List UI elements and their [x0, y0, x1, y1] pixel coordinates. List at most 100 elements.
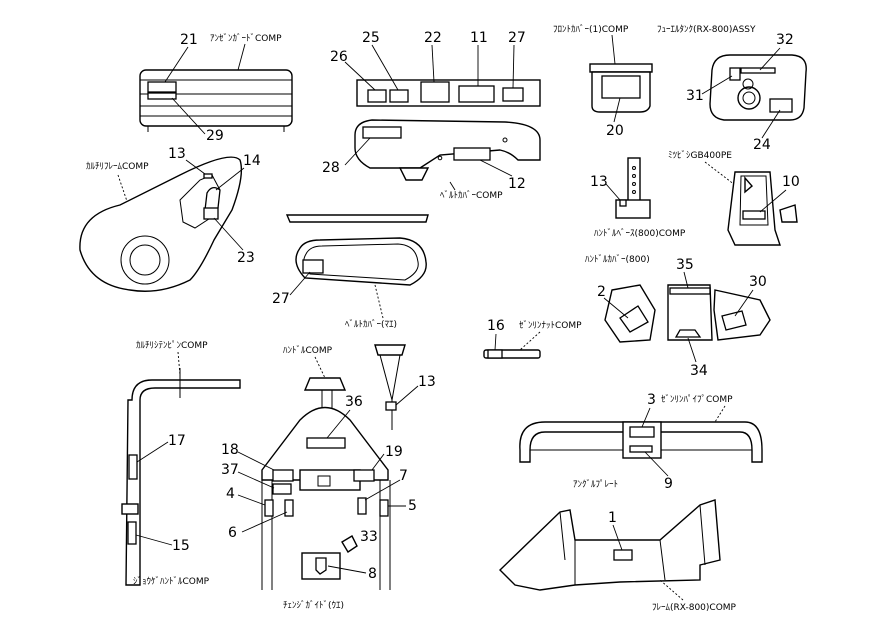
callout-16: 16 — [487, 318, 505, 334]
frame-body — [499, 499, 721, 591]
label-plate-27a — [502, 87, 524, 102]
callout-8: 8 — [368, 566, 377, 582]
callout-7: 7 — [399, 468, 408, 484]
callout-23: 23 — [237, 250, 255, 266]
callout-34: 34 — [690, 363, 708, 379]
handle-knob — [341, 535, 358, 553]
callout-4: 4 — [226, 486, 235, 502]
callout-13b: 13 — [590, 174, 608, 190]
fuel-tank-assembly: ﾌｭｰｴﾙﾀﾝｸ(RX-800)ASSY 32 31 24 — [657, 24, 807, 153]
label-belt-cover: ﾍﾞﾙﾄｶﾊﾞｰCOMP — [440, 190, 503, 201]
engine-indicator — [744, 176, 753, 194]
label-tension-pin: ｶﾙﾁﾘｼﾃﾝﾋﾟﾝCOMP — [136, 340, 208, 351]
label-handle-comp: ﾊﾝﾄﾞﾙCOMP — [283, 345, 333, 356]
handle-top — [303, 377, 347, 391]
label-plate-1 — [613, 549, 633, 561]
label-anzen-guard: ｱﾝｾﾞﾝｶﾞｰﾄﾞCOMP — [210, 33, 282, 44]
callout-13a: 13 — [168, 146, 186, 162]
callout-3: 3 — [647, 392, 656, 408]
handle-post-top — [374, 344, 406, 356]
callout-5: 5 — [408, 498, 417, 514]
belt-cover-tab — [398, 167, 430, 181]
label-plate-31 — [729, 67, 741, 81]
label-plate-11 — [458, 85, 495, 103]
label-plate-22 — [420, 81, 450, 103]
label-front-cover: ﾌﾛﾝﾄｶﾊﾞｰ(1)COMP — [553, 24, 629, 35]
label-engine: ﾐﾂﾋﾞｼGB400PE — [668, 150, 732, 161]
label-plate-8 — [315, 557, 327, 575]
leader-anzen-guard — [237, 43, 246, 71]
callout-28: 28 — [322, 160, 340, 176]
callout-17: 17 — [168, 433, 186, 449]
change-guide-plate — [301, 552, 341, 580]
label-plate-23 — [203, 207, 219, 220]
callout-26: 26 — [330, 49, 348, 65]
label-fuel-tank: ﾌｭｰｴﾙﾀﾝｸ(RX-800)ASSY — [657, 24, 756, 35]
front-wheel-pipe-assembly: ｾﾞﾝﾘﾝﾊﾟｲﾌﾟCOMP 3 9 ｱﾝｸﾞﾙﾌﾟﾚｰﾄ — [519, 392, 763, 492]
frame-assembly: 1 ﾌﾚｰﾑ(RX-800)COMP — [499, 499, 737, 613]
callout-27a: 27 — [508, 30, 526, 46]
belt-cover-front-lid — [285, 214, 429, 223]
label-plate-7 — [357, 497, 367, 515]
callout-10: 10 — [782, 174, 800, 190]
label-plate-18 — [272, 469, 294, 482]
label-belt-cover-front: ﾍﾞﾙﾄｶﾊﾞｰ(ﾏｴ) — [345, 319, 397, 330]
label-plate-13c — [385, 401, 397, 411]
callout-19: 19 — [385, 444, 403, 460]
handle-cover-center — [667, 284, 713, 341]
callout-35: 35 — [676, 257, 694, 273]
callout-33: 33 — [360, 529, 378, 545]
belt-cover-assembly: 26 25 22 11 27 28 12 ﾍﾞﾙﾄｶﾊﾞｰCOMP — [322, 30, 541, 201]
engine-knob — [779, 204, 798, 223]
callout-18: 18 — [221, 442, 239, 458]
label-plate-13a — [203, 173, 213, 179]
label-angle-plate: ｱﾝｸﾞﾙﾌﾟﾚｰﾄ — [573, 479, 618, 490]
label-plate-32 — [740, 67, 776, 74]
callout-6: 6 — [228, 525, 237, 541]
label-front-wheel-nut: ｾﾞﾝﾘﾝﾅｯﾄCOMP — [519, 320, 582, 331]
tension-pin-rod — [125, 379, 241, 586]
label-plate-24 — [769, 98, 793, 113]
callout-1: 1 — [608, 510, 617, 526]
label-change-guide: ﾁｪﾝｼﾞｶﾞｲﾄﾞ(ｳｴ) — [283, 600, 344, 611]
callout-27b: 27 — [272, 291, 290, 307]
label-plate-25 — [389, 89, 409, 103]
tension-pin-assembly: ｶﾙﾁﾘｼﾃﾝﾋﾟﾝCOMP 17 15 ｼﾞｮｳｹﾞﾊﾝﾄﾞﾙCOMP — [121, 340, 241, 587]
label-plate-9 — [629, 445, 653, 453]
label-plate-30 — [721, 310, 747, 331]
handle-cover-assembly: ﾊﾝﾄﾞﾙｶﾊﾞｰ(800) 2 35 34 30 — [585, 254, 771, 379]
label-plate-10 — [742, 210, 766, 220]
label-plate-15 — [127, 521, 137, 545]
label-plate-12 — [453, 147, 491, 161]
callout-13c: 13 — [418, 374, 436, 390]
callout-29: 29 — [206, 128, 224, 144]
label-plate-20 — [601, 75, 641, 99]
anzen-guard-frame — [139, 69, 293, 127]
label-plate-35 — [669, 287, 711, 295]
callout-30: 30 — [749, 274, 767, 290]
callout-2: 2 — [597, 284, 606, 300]
label-plate-37 — [272, 483, 292, 495]
callout-22: 22 — [424, 30, 442, 46]
label-frame: ﾌﾚｰﾑ(RX-800)COMP — [652, 603, 737, 613]
callout-11: 11 — [470, 30, 488, 46]
label-plate-16 — [487, 349, 503, 359]
callout-32: 32 — [776, 32, 794, 48]
belt-cover-front-assembly: 27 ﾍﾞﾙﾄｶﾊﾞｰ(ﾏｴ) — [272, 214, 429, 330]
label-plate-13b — [619, 199, 627, 207]
label-plate-28 — [362, 126, 402, 139]
anzen-guard-assembly: ｱﾝｾﾞﾝｶﾞｰﾄﾞCOMP 21 29 — [139, 32, 293, 144]
callout-37: 37 — [221, 462, 239, 478]
callout-14: 14 — [243, 153, 261, 169]
engine-assembly: ﾐﾂﾋﾞｼGB400PE 10 — [668, 150, 800, 246]
label-cultivator-frame: ｶﾙﾁﾘﾌﾚｰﾑCOMP — [86, 161, 149, 172]
label-plate-5 — [379, 499, 389, 517]
callout-36: 36 — [345, 394, 363, 410]
label-plate-36 — [306, 437, 346, 449]
label-plate-2 — [619, 305, 649, 333]
callout-9: 9 — [664, 476, 673, 492]
callout-25: 25 — [362, 30, 380, 46]
callout-20: 20 — [606, 123, 624, 139]
label-plate-26 — [367, 89, 387, 103]
